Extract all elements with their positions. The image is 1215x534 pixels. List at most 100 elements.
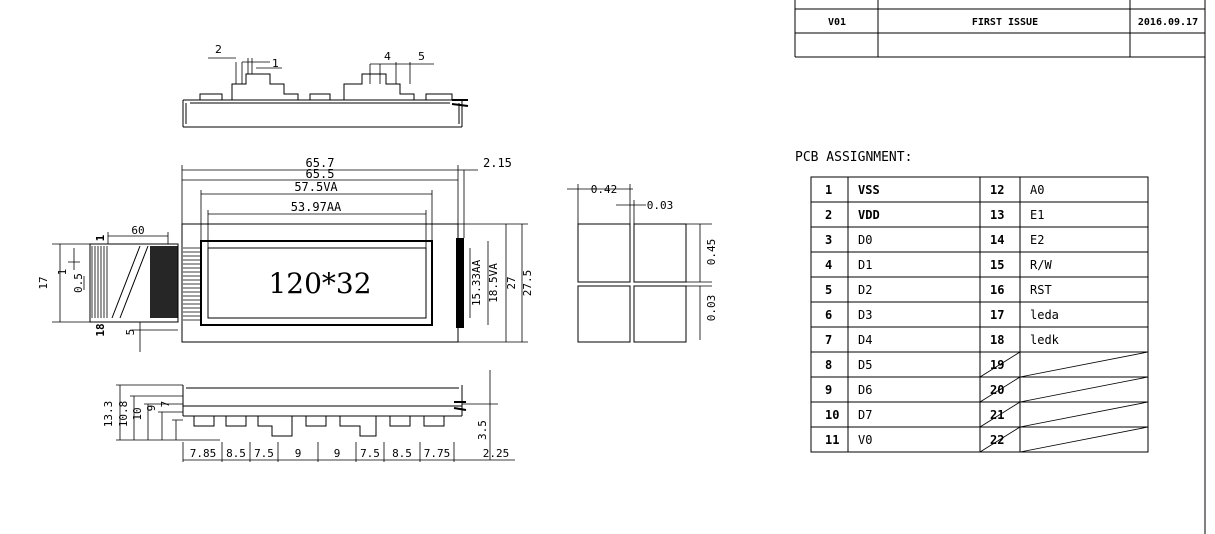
pin-name: R/W <box>1030 258 1052 272</box>
dim-pixel-0-42: 0.42 <box>591 183 618 196</box>
dim-top-1: 1 <box>272 57 279 70</box>
top-side-view <box>182 57 469 128</box>
unused-pin-slash <box>1019 401 1149 428</box>
pin-number: 3 <box>825 233 832 247</box>
revision-number: V01 <box>828 17 846 28</box>
dim-width-65-7: 65.7 <box>306 156 335 170</box>
dim-fpc-1: 1 <box>94 234 107 241</box>
pin-name: D2 <box>858 283 872 297</box>
dim-2-15: 2.15 <box>483 156 512 170</box>
pin-name: D4 <box>858 333 872 347</box>
dim-fpc-5: 5 <box>124 329 137 336</box>
pin-name: RST <box>1030 283 1052 297</box>
pin-number: 22 <box>990 433 1004 447</box>
dim-pixel-0-45: 0.45 <box>705 239 718 266</box>
dim-fpc-60: 60 <box>131 224 144 237</box>
pin-number: 9 <box>825 383 832 397</box>
dim-bottom-7-85: 7.85 <box>190 447 217 460</box>
pin-number: 14 <box>990 233 1004 247</box>
revision-table: V01 FIRST ISSUE 2016.09.17 <box>794 0 1205 58</box>
pin-name: VDD <box>858 208 880 222</box>
dim-width-57-5-va: 57.5VA <box>294 180 338 194</box>
dim-fpc-17: 17 <box>37 276 50 289</box>
dim-bottom-7-5: 7.5 <box>254 447 274 460</box>
dim-fpc-18: 18 <box>94 323 107 336</box>
display-resolution-label: 120*32 <box>268 267 371 300</box>
pin-name: VSS <box>858 183 880 197</box>
dim-fpc-0-5: 0.5 <box>72 273 85 293</box>
dim-height-27-5: 27.5 <box>521 270 534 297</box>
pin-number: 21 <box>990 408 1004 422</box>
pin-name: ledk <box>1030 333 1060 347</box>
dim-top-5: 5 <box>418 50 425 63</box>
dim-height-27: 27 <box>505 276 518 289</box>
dim-fpc-1b: 1 <box>56 269 69 276</box>
pin-number: 7 <box>825 333 832 347</box>
unused-pin-slash <box>979 401 1021 428</box>
unused-pin-slash <box>979 426 1021 453</box>
dim-bottom-3-5: 3.5 <box>476 420 489 440</box>
pin-number: 16 <box>990 283 1004 297</box>
revision-description: FIRST ISSUE <box>972 17 1038 28</box>
pin-number: 8 <box>825 358 832 372</box>
pin-number: 20 <box>990 383 1004 397</box>
unused-pin-slash <box>1019 426 1149 453</box>
dim-bottom-13-3: 13.3 <box>102 401 115 428</box>
unused-pin-slash <box>979 376 1021 403</box>
pin-number: 15 <box>990 258 1004 272</box>
dim-bottom-8-5b: 8.5 <box>392 447 412 460</box>
pin-name: E1 <box>1030 208 1044 222</box>
pin-name: D5 <box>858 358 872 372</box>
dim-width-65-5: 65.5 <box>306 167 335 181</box>
pin-name: D7 <box>858 408 872 422</box>
dim-height-15-33-aa: 15.33AA <box>470 259 483 306</box>
pin-number: 18 <box>990 333 1004 347</box>
unused-pin-slash <box>979 351 1021 378</box>
front-left-pins <box>183 247 200 321</box>
pin-number: 6 <box>825 308 832 322</box>
pin-number: 4 <box>825 258 832 272</box>
pin-number: 1 <box>825 183 832 197</box>
pin-name: leda <box>1030 308 1059 322</box>
dim-bottom-7-5b: 7.5 <box>360 447 380 460</box>
pin-name: D6 <box>858 383 872 397</box>
pin-number: 12 <box>990 183 1004 197</box>
dim-bottom-9b: 9 <box>334 447 341 460</box>
unused-pin-slash <box>1019 351 1149 378</box>
pin-name: D0 <box>858 233 872 247</box>
pin-name: E2 <box>1030 233 1044 247</box>
dim-bottom-9a: 9 <box>295 447 302 460</box>
dim-bottom-10-8: 10.8 <box>117 401 130 428</box>
dim-width-53-97-aa: 53.97AA <box>291 200 342 214</box>
revision-date: 2016.09.17 <box>1138 17 1198 28</box>
pin-name: V0 <box>858 433 872 447</box>
pin-number: 19 <box>990 358 1004 372</box>
dim-pixel-0-03: 0.03 <box>647 199 674 212</box>
dim-bottom-9: 9 <box>145 405 158 412</box>
pin-name: D3 <box>858 308 872 322</box>
fpc-view <box>52 232 179 352</box>
pin-number: 11 <box>825 433 839 447</box>
pin-number: 2 <box>825 208 832 222</box>
dim-top-4: 4 <box>384 50 391 63</box>
pin-number: 13 <box>990 208 1004 222</box>
dim-bottom-7: 7 <box>159 401 172 408</box>
bottom-side-view <box>116 370 515 462</box>
dim-bottom-10: 10 <box>131 407 144 420</box>
dim-height-18-5-va: 18.5VA <box>487 263 500 303</box>
dim-top-2: 2 <box>215 43 222 56</box>
pin-number: 17 <box>990 308 1004 322</box>
pixel-detail <box>567 184 712 343</box>
fpc-pins <box>91 246 108 318</box>
dim-bottom-8-5: 8.5 <box>226 447 246 460</box>
dim-bottom-7-75: 7.75 <box>424 447 451 460</box>
dim-pixel-0-03b: 0.03 <box>705 295 718 322</box>
dim-bottom-2-25: 2.25 <box>483 447 510 460</box>
front-right-connector <box>456 238 464 328</box>
unused-pin-slash <box>1019 376 1149 403</box>
pin-number: 5 <box>825 283 832 297</box>
pin-number: 10 <box>825 408 839 422</box>
pin-name: A0 <box>1030 183 1044 197</box>
